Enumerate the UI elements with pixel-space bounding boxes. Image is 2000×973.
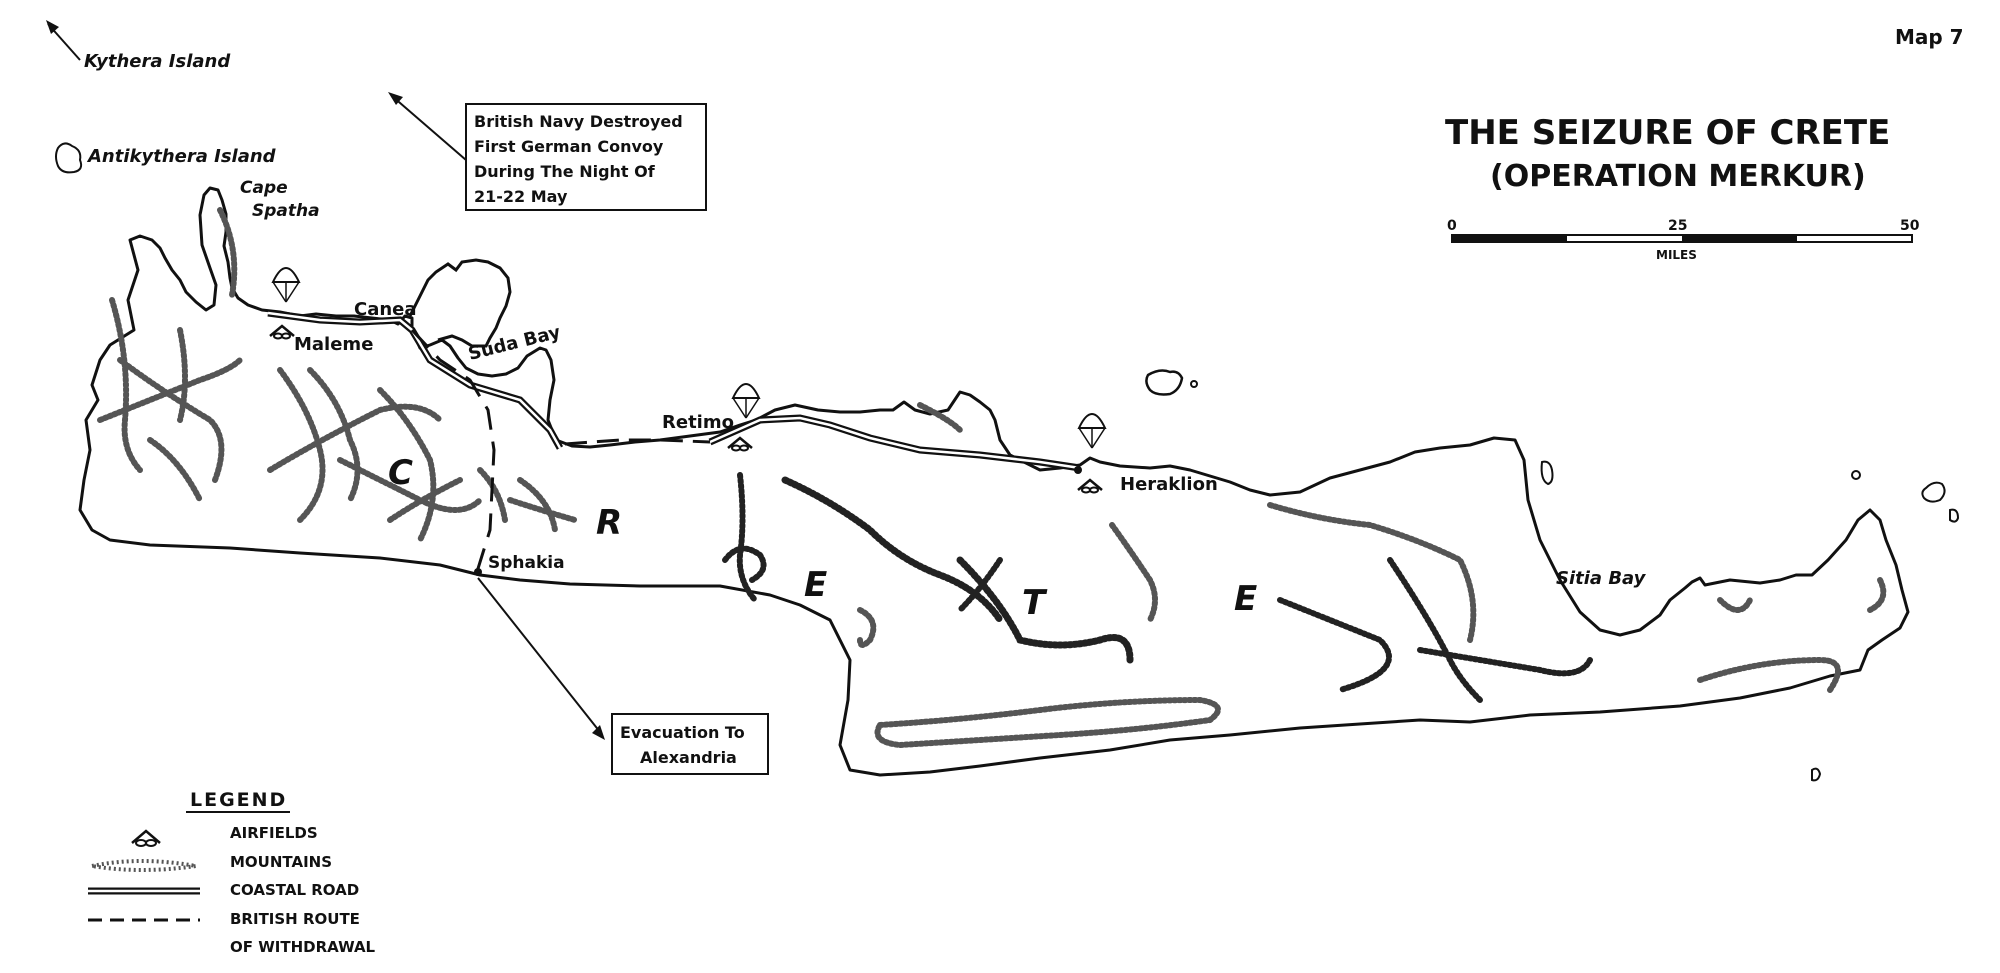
label-cape: Cape — [240, 178, 288, 198]
navy-note-box: British Navy Destroyed First German Conv… — [465, 103, 707, 211]
evac-note-line1: Evacuation To — [620, 723, 745, 742]
crete-letter-t: T — [1022, 583, 1048, 623]
legend-title: LEGEND — [190, 789, 287, 811]
legend: LEGEND AIRFIELDS MOUNTAINS COASTAL ROAD … — [88, 789, 376, 956]
airfield-icon — [269, 324, 295, 340]
label-heraklion: Heraklion — [1120, 474, 1218, 495]
kythera-arrow — [46, 20, 81, 61]
sphakia-point — [474, 568, 482, 576]
scale-tick-50: 50 — [1900, 218, 1920, 234]
islet-c — [1851, 470, 1861, 480]
islet-e — [1949, 508, 1960, 523]
parachute-icon — [731, 383, 761, 419]
label-kythera: Kythera Island — [84, 51, 231, 72]
label-sphakia: Sphakia — [488, 553, 565, 573]
scale-tick-0: 0 — [1447, 218, 1457, 234]
parachute-icon — [271, 267, 301, 303]
label-retimo: Retimo — [662, 412, 734, 433]
withdrawal-route — [410, 328, 496, 576]
map-title-line2: (OPERATION MERKUR) — [1490, 159, 1866, 194]
crete-coastline — [78, 186, 1910, 777]
parachute-icon — [1077, 413, 1107, 449]
scale-bar: 0 25 50 MILES — [1447, 218, 1920, 262]
navy-arrow — [388, 92, 467, 161]
scale-tick-25: 25 — [1668, 218, 1687, 234]
crete-letter-r: R — [596, 503, 622, 543]
mountain-ranges — [97, 207, 1887, 749]
legend-mountains-label: MOUNTAINS — [230, 853, 332, 871]
airfield-icon — [1077, 478, 1103, 494]
label-canea: Canea — [354, 299, 417, 320]
navy-note-line1: British Navy Destroyed — [474, 112, 683, 131]
evacuation-arrow — [477, 577, 605, 740]
label-antikythera: Antikythera Island — [86, 146, 277, 167]
coastal-road — [267, 309, 1081, 472]
navy-note-line2: First German Convoy — [474, 137, 664, 156]
legend-road-label: COASTAL ROAD — [230, 881, 359, 899]
akrotiri-peninsula — [408, 258, 512, 348]
airfield-icon — [727, 436, 753, 452]
heraklion-point — [1074, 466, 1082, 474]
islet-a — [1190, 380, 1198, 388]
antikythera-island — [55, 142, 83, 174]
evacuation-note-box: Evacuation To Alexandria — [611, 713, 769, 775]
islet-d — [1921, 481, 1946, 503]
crete-letter-e1: E — [804, 565, 827, 605]
map-number: Map 7 — [1895, 25, 1964, 49]
road-gap-segment — [564, 438, 711, 446]
legend-route-label-cont: OF WITHDRAWAL — [230, 938, 376, 956]
navy-note-line4: 21-22 May — [474, 187, 568, 206]
label-suda-bay: Suda Bay — [466, 322, 563, 365]
label-maleme: Maleme — [294, 334, 373, 355]
scale-unit: MILES — [1656, 248, 1697, 262]
legend-route-label: BRITISH ROUTE — [230, 910, 360, 928]
label-sitia-bay: Sitia Bay — [1556, 568, 1647, 589]
islet-b — [1540, 460, 1554, 486]
label-spatha: Spatha — [252, 201, 320, 221]
crete-letter-c: C — [388, 453, 413, 493]
map-title-line1: THE SEIZURE OF CRETE — [1445, 113, 1890, 153]
legend-airfields-label: AIRFIELDS — [230, 824, 318, 842]
evac-note-line2: Alexandria — [640, 748, 737, 767]
dia-island — [1145, 369, 1184, 396]
airfield-icon — [131, 829, 161, 847]
mountain-icon — [91, 859, 197, 872]
crete-letter-e2: E — [1234, 579, 1257, 619]
navy-note-line3: During The Night Of — [474, 162, 656, 181]
islet-f — [1811, 767, 1822, 782]
